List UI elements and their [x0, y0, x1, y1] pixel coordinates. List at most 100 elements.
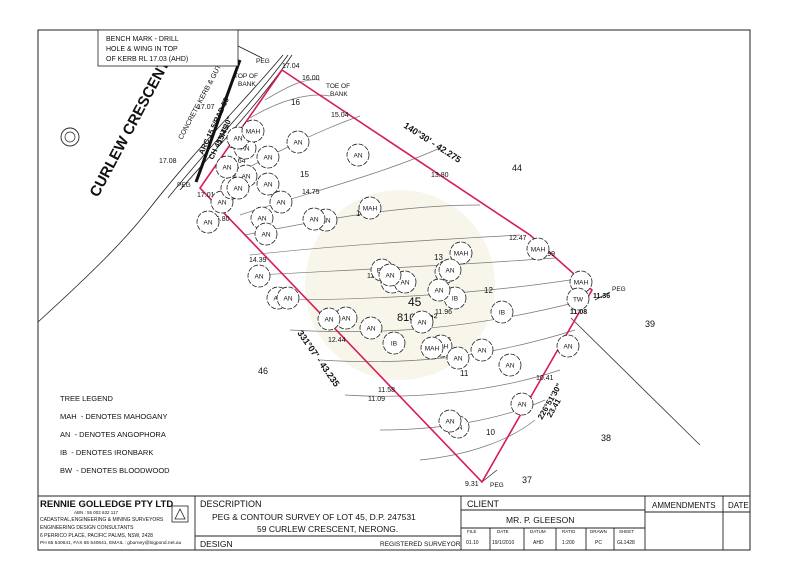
toe-of-bank-2: BANK — [330, 91, 348, 98]
tree-type-label: MAH — [425, 346, 440, 353]
tree-type-label: AN — [222, 165, 231, 172]
bench-mark-line-3: OF KERB RL 17.03 (AHD) — [106, 56, 188, 63]
tree-symbol: MAH — [420, 336, 444, 360]
neighbour-lot-39: 39 — [645, 319, 655, 329]
tree-type-label: AN — [263, 155, 272, 162]
tree-symbol: AN — [410, 310, 434, 334]
tree-type-label: AN — [324, 317, 333, 324]
meta-label-ratio: RATIO — [562, 529, 576, 534]
tree-canopy — [358, 196, 382, 220]
tree-canopy — [254, 222, 278, 246]
tree-symbol: AN — [378, 263, 402, 287]
tree-type-label: AN — [445, 419, 454, 426]
tree-canopy — [226, 176, 250, 200]
tree-type-label: AN — [453, 356, 462, 363]
client-name: MR. P. GLEESON — [506, 515, 575, 525]
tree-type-label: AN — [261, 232, 270, 239]
spot-level-label: 11.09 — [368, 396, 385, 403]
contour-label: 13 — [434, 253, 443, 262]
tree-canopy — [446, 346, 470, 370]
company-contact: PH 65 540641, FAX 65 540641, EMAIL : gbu… — [40, 541, 182, 546]
contour-label: 15 — [300, 170, 309, 179]
tree-canopy — [526, 237, 550, 261]
tree-canopy — [410, 310, 434, 334]
tree-canopy — [510, 392, 534, 416]
tree-type-label: AN — [517, 402, 526, 409]
top-of-bank-1: TOP OF — [234, 73, 258, 80]
tree-symbol: AN — [317, 307, 341, 331]
tree-canopy — [470, 338, 494, 362]
tree-symbol: AN — [254, 222, 278, 246]
tree-type-label: AN — [263, 182, 272, 189]
neighbour-lot-46: 46 — [258, 366, 268, 376]
contour-label: 10 — [486, 428, 495, 437]
spot-level-label: 15.04 — [331, 112, 349, 119]
tree-symbol: AN — [302, 207, 326, 231]
tree-legend-title: TREE LEGEND — [60, 394, 113, 403]
tree-type-label: MAH — [363, 206, 378, 213]
tree-canopy — [215, 155, 239, 179]
spot-level-label: 13.80 — [431, 172, 449, 179]
tree-canopy — [438, 258, 462, 282]
meta-value-datum: AHD — [533, 540, 544, 546]
tree-symbol: AN — [470, 338, 494, 362]
tree-symbol: AN — [427, 278, 451, 302]
spot-level-label: 11.08 — [570, 309, 587, 316]
description-line-2: 59 CURLEW CRESCENT, NERONG. — [257, 524, 399, 534]
tree-type-label: TW — [573, 297, 584, 304]
bench-mark-note: BENCH MARK - DRILL HOLE & WING IN TOP OF… — [97, 29, 263, 67]
spot-level-label: 10.41 — [536, 375, 554, 382]
tree-canopy — [378, 263, 402, 287]
meta-label-drawn: DRAWN — [590, 529, 607, 534]
spot-level-label: 17.08 — [159, 158, 177, 165]
neighbour-lot-37: 37 — [522, 475, 532, 485]
tree-symbol: AN — [276, 286, 300, 310]
tree-type-label: AN — [385, 273, 394, 280]
tree-type-label: AN — [400, 280, 409, 287]
tree-canopy — [490, 300, 514, 324]
meta-label-date: DATE — [497, 529, 509, 534]
amendments-date-label: DATE — [728, 501, 749, 510]
contour-label: 11 — [460, 369, 469, 378]
tree-canopy — [269, 190, 293, 214]
tree-type-label: AN — [283, 296, 292, 303]
tree-canopy — [556, 334, 580, 358]
contour-label: 12 — [484, 286, 493, 295]
tree-symbol: MAH — [241, 119, 265, 143]
tree-canopy — [276, 286, 300, 310]
tree-type-label: AN — [505, 363, 514, 370]
tree-canopy — [359, 316, 383, 340]
tree-type-label: MAH — [574, 280, 589, 287]
tree-symbol: AN — [226, 176, 250, 200]
tree-type-label: AN — [445, 268, 454, 275]
spot-level-label: 14.39 — [249, 257, 267, 264]
street-name: CURLEW CRESCENT — [87, 57, 174, 200]
company-logo — [171, 505, 189, 523]
tree-symbol: AN — [256, 172, 280, 196]
meta-label-sheet: SHEET — [619, 529, 635, 534]
tree-symbol: MAH — [449, 241, 473, 265]
tree-symbol: AN — [269, 190, 293, 214]
tree-canopy — [317, 307, 341, 331]
peg-label-s: PEG — [490, 482, 504, 489]
amendments-label: AMMENDMENTS — [652, 501, 716, 510]
meta-value-file: 01.10 — [466, 540, 479, 546]
company-services-2: ENGINEERING DESIGN CONSULTANTS — [40, 525, 134, 531]
lot-number: 45 — [408, 295, 422, 309]
tree-canopy — [498, 353, 522, 377]
tree-symbol: AN — [446, 346, 470, 370]
tree-type-label: IB — [452, 296, 458, 303]
tree-symbol: TW — [566, 287, 590, 311]
spot-level-label: 11.36 — [593, 293, 610, 300]
company-abn: ABN : 55 002 632 117 — [74, 510, 118, 515]
tree-type-label: AN — [563, 344, 572, 351]
tree-canopy — [196, 210, 220, 234]
tree-type-label: AN — [341, 316, 350, 323]
spot-level-label: 11.58 — [378, 387, 395, 394]
tree-canopy — [438, 409, 462, 433]
tree-legend-item: BW - DENOTES BLOODWOOD — [60, 466, 170, 475]
meta-label-datum: DATUM — [530, 529, 546, 534]
meta-label-file: FILE — [467, 529, 477, 534]
tree-type-label: AN — [353, 153, 362, 160]
